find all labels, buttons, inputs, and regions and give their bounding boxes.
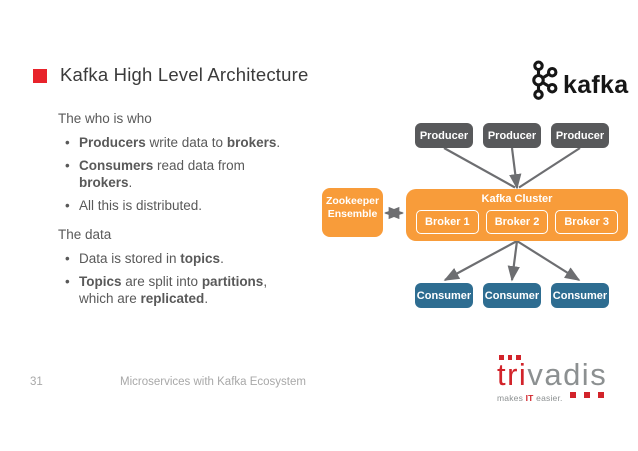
- kafka-cluster-container: Kafka Cluster Broker 1 Broker 2 Broker 3: [406, 189, 628, 241]
- bullet-distributed: All this is distributed.: [58, 197, 368, 214]
- broker-row: Broker 1 Broker 2 Broker 3: [416, 210, 619, 234]
- producer-node-3: Producer: [551, 123, 609, 148]
- section-heading-who: The who is who: [58, 111, 152, 126]
- broker-node-1: Broker 1: [416, 210, 479, 234]
- consumer-node-2: Consumer: [483, 283, 541, 308]
- page-number: 31: [30, 376, 43, 388]
- kafka-wordmark: kafka: [563, 71, 629, 99]
- kafka-logo-icon: [528, 60, 558, 106]
- producer-node-1: Producer: [415, 123, 473, 148]
- trivadis-dots-icon: [499, 355, 521, 360]
- trivadis-logo: trivadis makes IT easier.: [497, 352, 622, 403]
- title-bullet-square: [33, 69, 47, 83]
- trivadis-tagline: makes IT easier.: [497, 393, 563, 403]
- bullet-producers: Producers write data to brokers.: [58, 134, 368, 151]
- page-title: Kafka High Level Architecture: [60, 64, 309, 85]
- bullet-partitions: Topics are split into partitions,which a…: [58, 273, 368, 307]
- bullet-list-who: Producers write data to brokers. Consume…: [58, 134, 368, 214]
- kafka-cluster-label: Kafka Cluster: [481, 193, 553, 205]
- section-heading-data: The data: [58, 227, 112, 242]
- bullet-topics: Data is stored in topics.: [58, 250, 368, 267]
- trivadis-wordmark: trivadis: [497, 357, 608, 392]
- slide-body-text: The who is who Producers write data to b…: [58, 111, 368, 313]
- consumer-node-3: Consumer: [551, 283, 609, 308]
- broker-node-2: Broker 2: [485, 210, 549, 234]
- trivadis-squares-icon: [570, 392, 604, 398]
- diagram-arrows: [383, 147, 581, 282]
- broker-node-3: Broker 3: [555, 210, 619, 234]
- producer-node-2: Producer: [483, 123, 541, 148]
- consumer-node-1: Consumer: [415, 283, 473, 308]
- zookeeper-ensemble-node: Zookeeper Ensemble: [322, 188, 383, 237]
- kafka-logo: kafka: [528, 60, 628, 106]
- bullet-list-data: Data is stored in topics. Topics are spl…: [58, 250, 368, 307]
- footer-text: Microservices with Kafka Ecosystem: [120, 376, 306, 388]
